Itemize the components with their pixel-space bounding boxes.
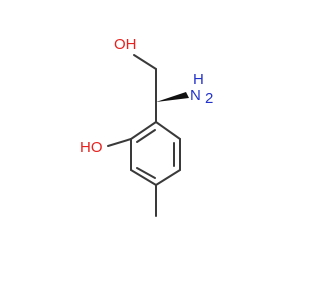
hydroxymethyl-oh-label: OH [114, 36, 137, 53]
ring-bond-1 [130, 121, 157, 140]
ring-bond-4 [155, 169, 181, 186]
bond-ring-oh [107, 138, 132, 147]
ring-bond-6 [155, 121, 181, 140]
amino-h-label: H [193, 71, 204, 88]
molecule-structure-canvas: OH N H 2 HO [80, 36, 214, 217]
wedge-bond-chiral-nh2 [156, 92, 189, 102]
amino-h-count-label: 2 [205, 90, 213, 107]
ring-double-bond-2 [136, 167, 156, 179]
bond-oh-ch2 [133, 54, 157, 70]
ring-double-bond-1 [136, 129, 156, 143]
ring-bond-3 [130, 169, 157, 186]
molecule-structure: OH N H 2 HO [80, 36, 213, 217]
amino-n-label: N [190, 87, 201, 104]
phenol-ho-label: HO [80, 139, 103, 156]
